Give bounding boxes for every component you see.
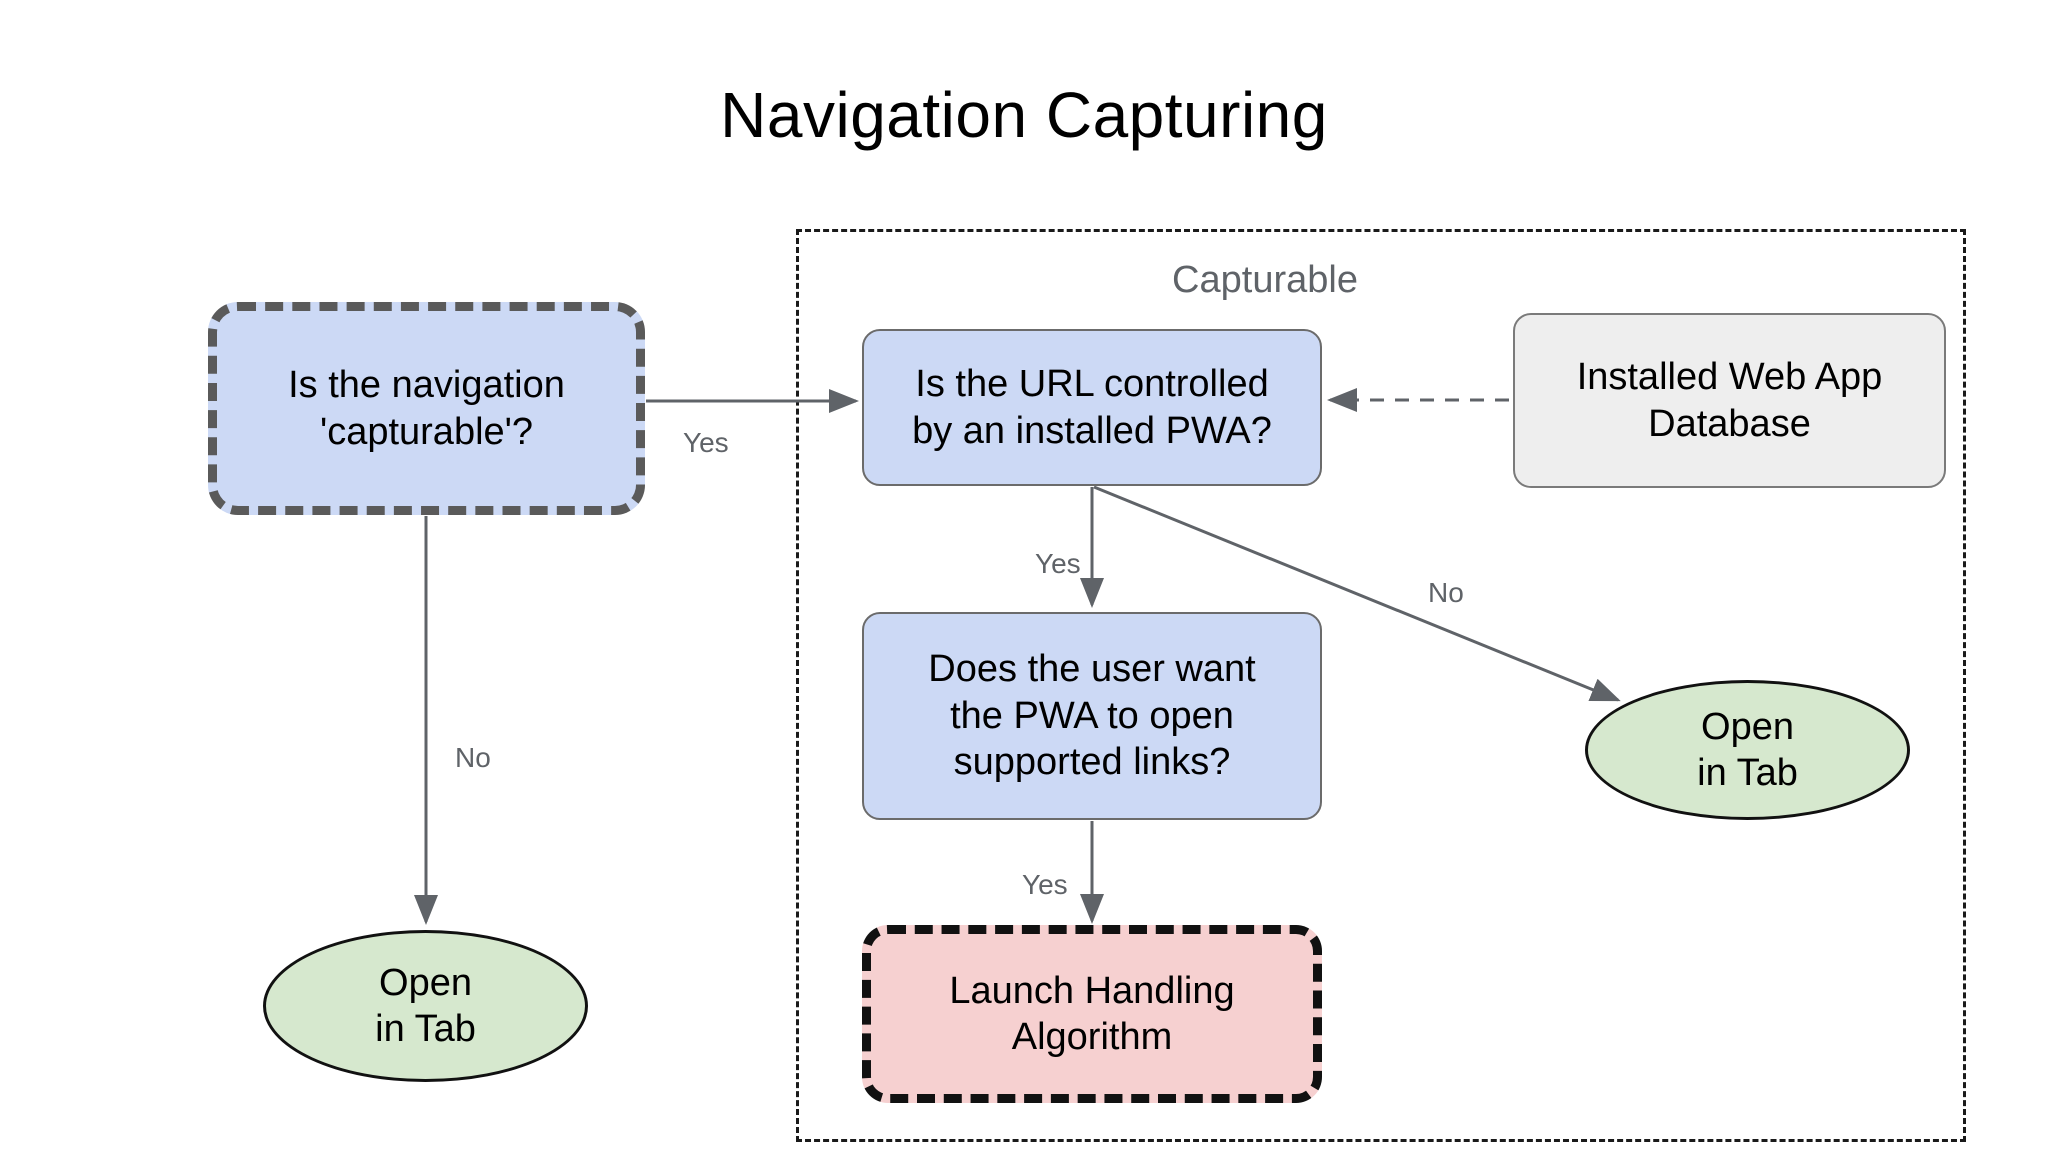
node-line: Open	[379, 961, 472, 1004]
node-line: Is the navigation	[288, 364, 565, 407]
node-open-in-tab-right[interactable]: Open in Tab	[1585, 680, 1910, 820]
node-is-navigation-capturable[interactable]: Is the navigation 'capturable'?	[208, 302, 645, 515]
node-line: supported links?	[953, 741, 1231, 784]
edge-label-capturable-no: No	[455, 742, 491, 773]
node-launch-handling-algorithm[interactable]: Launch Handling Algorithm	[862, 925, 1322, 1103]
node-line: Is the URL controlled	[915, 363, 1269, 406]
node-line: 'capturable'?	[319, 410, 534, 453]
page-title: Navigation Capturing	[720, 79, 1328, 151]
node-line: by an installed PWA?	[912, 409, 1272, 452]
node-line: in Tab	[375, 1008, 476, 1050]
capturable-group-container	[796, 229, 1966, 1142]
node-line: Launch Handling	[949, 969, 1235, 1012]
edge-label-user-yes: Yes	[1022, 869, 1068, 900]
node-open-in-tab-left[interactable]: Open in Tab	[263, 930, 588, 1082]
edge-label-capturable-yes: Yes	[683, 427, 729, 458]
node-line: Does the user want	[928, 648, 1256, 691]
node-line: the PWA to open	[950, 694, 1234, 737]
node-does-user-want-pwa-to-open-supported-links[interactable]: Does the user want the PWA to open suppo…	[862, 612, 1322, 820]
edge-label-url-no: No	[1428, 577, 1464, 608]
capturable-group-label: Capturable	[1172, 259, 1358, 301]
node-line: in Tab	[1697, 752, 1798, 794]
edge-label-url-yes: Yes	[1035, 548, 1081, 579]
node-installed-web-app-database[interactable]: Installed Web App Database	[1513, 313, 1946, 488]
node-line: Database	[1648, 402, 1811, 445]
node-line: Open	[1701, 705, 1794, 748]
node-line: Installed Web App	[1576, 356, 1883, 399]
node-line: Algorithm	[1011, 1016, 1173, 1058]
node-is-url-controlled-by-installed-pwa[interactable]: Is the URL controlled by an installed PW…	[862, 329, 1322, 486]
